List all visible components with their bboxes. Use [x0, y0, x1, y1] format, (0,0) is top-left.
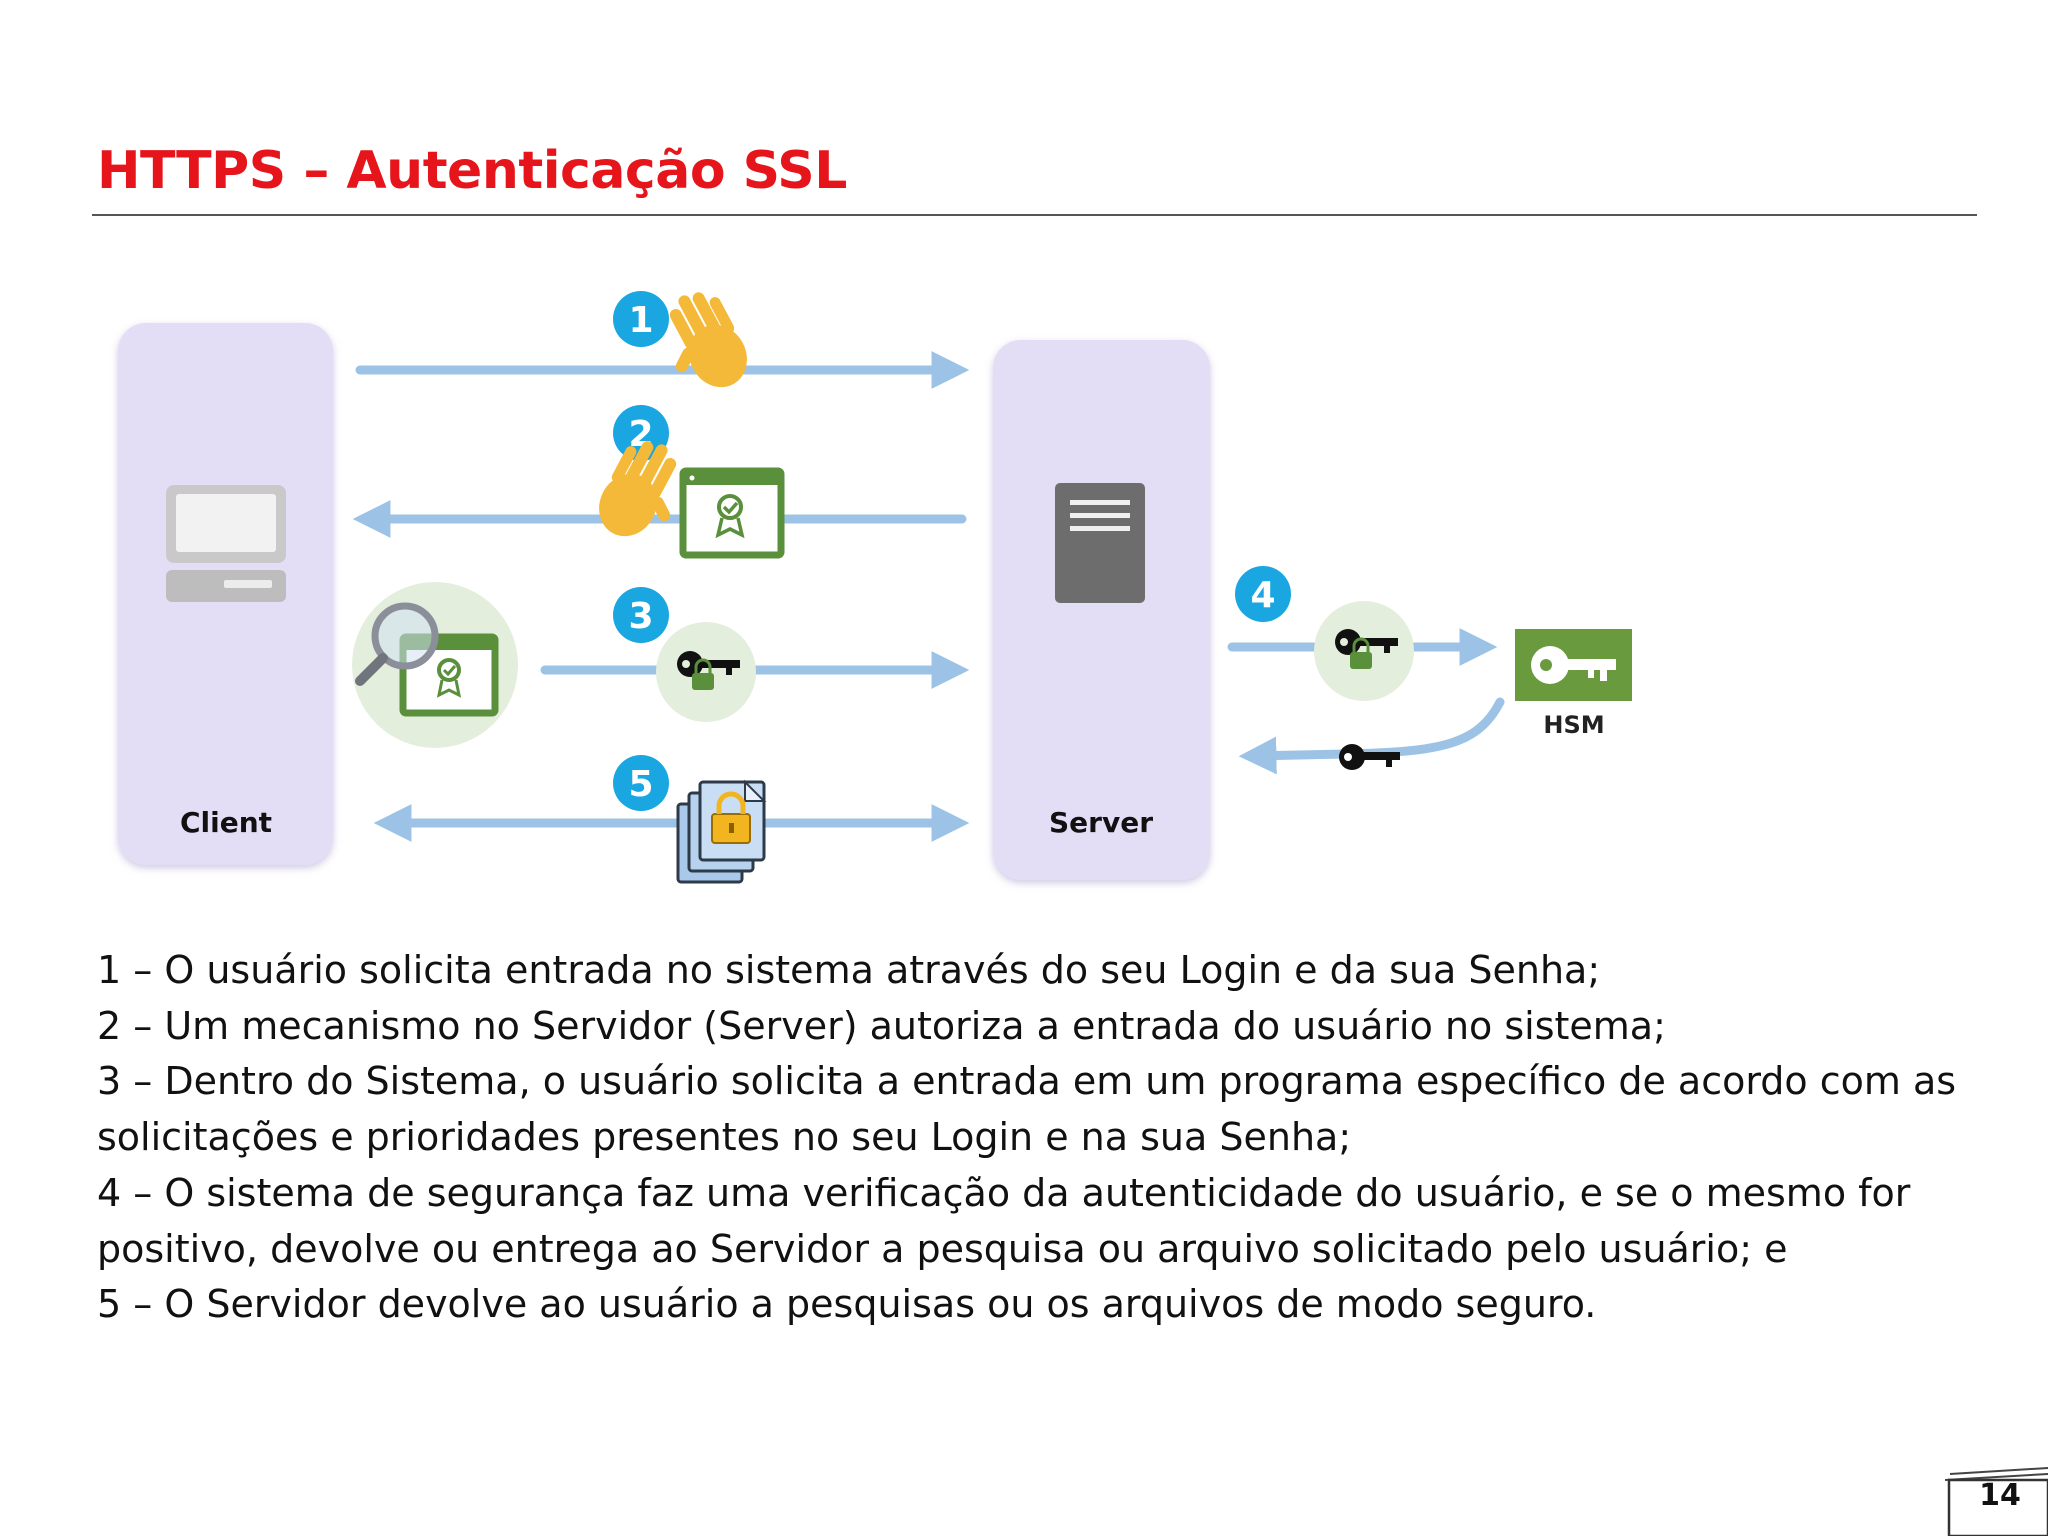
hsm-icon	[1515, 629, 1632, 701]
key-lock-icon	[1335, 629, 1398, 669]
step-description-5: 5 – O Servidor devolve ao usuário a pesq…	[97, 1282, 1597, 1327]
server-panel	[993, 340, 1210, 880]
svg-text:4: 4	[1250, 575, 1275, 616]
magnifier-icon	[355, 602, 439, 686]
ssl-diagram: 1 2 3 4 5	[118, 291, 1632, 884]
title-divider	[92, 214, 1977, 216]
page-number-frame	[1945, 1467, 2048, 1536]
step-description-4: 4 – O sistema de segurança faz uma verif…	[97, 1170, 1911, 1271]
waving-hand-icon	[599, 441, 677, 537]
step-badge-4: 4	[1235, 566, 1291, 622]
step-description-1: 1 – O usuário solicita entrada no sistem…	[97, 948, 1601, 992]
server-label: Server	[1049, 806, 1153, 839]
hsm-label: HSM	[1543, 711, 1604, 739]
step-badge-1: 1	[613, 291, 669, 347]
computer-icon	[166, 485, 286, 602]
slide-title: HTTPS – Autenticação SSL	[97, 141, 847, 201]
server-icon	[1055, 483, 1145, 603]
step-description-3: 3 – Dentro do Sistema, o usuário solicit…	[97, 1059, 1957, 1160]
step-badge-5: 5	[613, 755, 669, 811]
certificate-icon	[679, 467, 785, 559]
step-description-2: 2 – Um mecanismo no Servidor (Server) au…	[97, 1003, 1666, 1048]
svg-text:5: 5	[628, 764, 653, 805]
key-lock-icon	[677, 651, 740, 690]
svg-text:3: 3	[628, 596, 653, 637]
key-halo	[656, 622, 756, 722]
step-descriptions: 1 – O usuário solicita entrada no sistem…	[97, 943, 1967, 1333]
step-badge-3: 3	[613, 587, 669, 643]
key-halo	[1314, 601, 1414, 701]
key-icon	[1339, 744, 1400, 770]
svg-text:1: 1	[628, 300, 653, 341]
arrow-step-4-return	[1238, 697, 1505, 775]
waving-hand-icon	[669, 292, 747, 388]
client-label: Client	[180, 806, 272, 839]
page-number: 14	[1979, 1478, 2021, 1513]
encrypted-documents-icon	[676, 779, 767, 884]
